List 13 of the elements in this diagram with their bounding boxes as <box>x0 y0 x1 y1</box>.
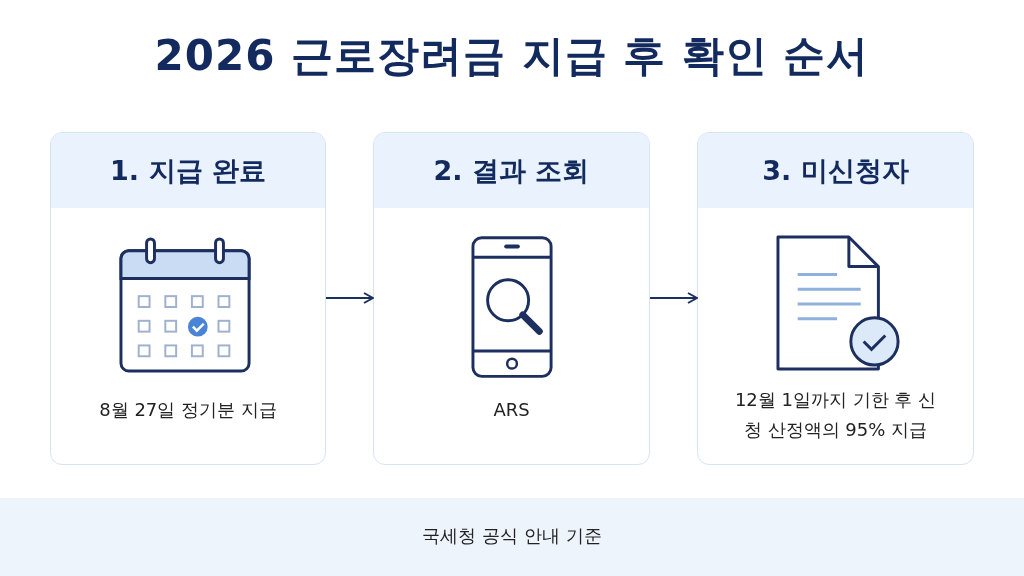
step-heading: 1. 지급 완료 <box>51 133 325 208</box>
arrow <box>649 292 698 304</box>
step-description: ARS <box>492 398 531 422</box>
caption: 국세청 공식 안내 기준 <box>421 524 603 548</box>
arrow <box>325 292 374 304</box>
step-card <box>50 132 326 465</box>
step-description: 8월 27일 정기분 지급 <box>98 398 278 422</box>
step-heading: 3. 미신청자 <box>698 133 973 208</box>
step-card <box>697 132 974 465</box>
title: 2026 근로장려금 지급 후 확인 순서 <box>153 30 871 82</box>
step-heading: 2. 결과 조회 <box>374 133 649 208</box>
step-card <box>373 132 650 465</box>
step-description: 12월 1일까지 기한 후 신청 산정액의 95% 지급 <box>733 388 938 442</box>
